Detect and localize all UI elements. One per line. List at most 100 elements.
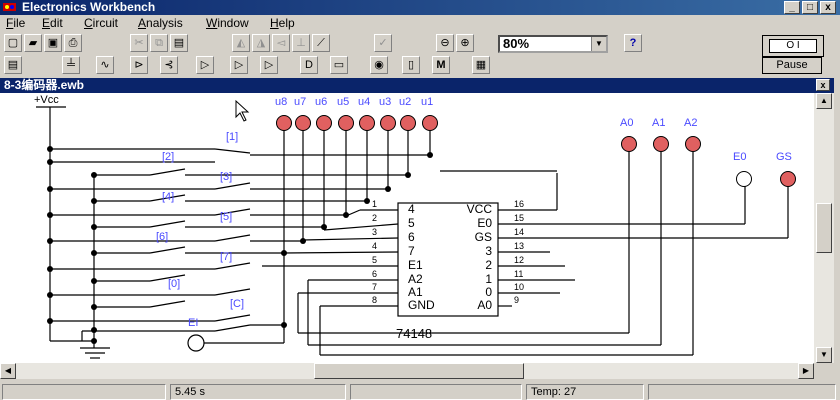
sources-icon[interactable]: ╧: [62, 56, 80, 74]
minimize-button[interactable]: _: [784, 1, 800, 14]
probe-lamp-A0[interactable]: [621, 136, 637, 152]
parts-bin-icon[interactable]: ▤: [4, 56, 22, 74]
controls-icon[interactable]: ▯: [402, 56, 420, 74]
vertical-scroll-thumb[interactable]: [816, 203, 832, 253]
status-time: 5.45 s: [170, 384, 346, 400]
switch-label[interactable]: [1]: [226, 131, 239, 143]
title-bar: Electronics Workbench _ □ x: [0, 0, 840, 15]
print-icon[interactable]: ⎙: [64, 34, 82, 52]
switch-label[interactable]: [4]: [162, 191, 175, 203]
flip-vertical-icon[interactable]: ◅: [272, 34, 290, 52]
instruments-icon[interactable]: ▦: [472, 56, 490, 74]
switch-label[interactable]: [6]: [156, 231, 169, 243]
chip-pin-left: 5: [408, 216, 415, 230]
flip-horizontal-icon[interactable]: ◮: [252, 34, 270, 52]
status-cell-left: [2, 384, 166, 400]
indicators-icon[interactable]: ◉: [370, 56, 388, 74]
document-name: 8-3编码器.ewb: [4, 78, 85, 92]
probe-gs-lamp[interactable]: [780, 171, 796, 187]
digital-ics-icon[interactable]: ▷: [260, 56, 278, 74]
probe-e0-label: E0: [733, 151, 747, 163]
switch-label[interactable]: [2]: [162, 151, 175, 163]
probe-lamp-A2[interactable]: [685, 136, 701, 152]
chip-pin-right: 2: [485, 258, 492, 272]
chip-pin-left: GND: [408, 298, 435, 312]
close-button[interactable]: x: [820, 1, 836, 14]
open-folder-icon[interactable]: ▰: [24, 34, 42, 52]
menu-edit[interactable]: Edit: [42, 16, 63, 30]
document-close-button[interactable]: x: [816, 79, 830, 91]
probe-label-u3: u3: [379, 96, 392, 108]
zoom-out-icon[interactable]: ⊖: [436, 34, 454, 52]
chip-pin-num-left: 6: [372, 269, 378, 279]
menu-file[interactable]: File: [6, 16, 26, 30]
scroll-up-icon[interactable]: ▲: [816, 93, 832, 109]
copy-icon[interactable]: ⧉: [150, 34, 168, 52]
vcc-label: +Vcc: [34, 94, 59, 106]
rotate-icon[interactable]: ◭: [232, 34, 250, 52]
mouse-cursor-icon: [235, 99, 250, 122]
probe-lamp-u2[interactable]: [400, 115, 416, 131]
chip-pin-right: A0: [477, 298, 492, 312]
vertical-scrollbar[interactable]: ▲ ▼: [814, 93, 834, 363]
menu-circuit[interactable]: Circuit: [84, 16, 119, 30]
scroll-down-icon[interactable]: ▼: [816, 347, 832, 363]
help-button[interactable]: ?: [624, 34, 642, 52]
probe-e0-lamp[interactable]: [736, 171, 752, 187]
graph-icon[interactable]: ⟋: [312, 34, 330, 52]
basic-icon[interactable]: ∿: [96, 56, 114, 74]
scroll-left-icon[interactable]: ◀: [0, 363, 16, 379]
chip-pin-num-right: 13: [514, 241, 525, 251]
probe-lamp-u6[interactable]: [316, 115, 332, 131]
diodes-icon[interactable]: ⊳: [130, 56, 148, 74]
digital-icon[interactable]: ▭: [330, 56, 348, 74]
chip-pin-num-left: 4: [372, 241, 378, 251]
mixed-ics-icon[interactable]: ▷: [230, 56, 248, 74]
chip-pin-num-right: 11: [514, 269, 524, 279]
switch-label[interactable]: [5]: [220, 211, 233, 223]
probe-lamp-u8[interactable]: [276, 115, 292, 131]
chip-pin-right: 3: [485, 244, 492, 258]
menu-window[interactable]: Window: [206, 16, 249, 30]
zoom-in-icon[interactable]: ⊕: [456, 34, 474, 52]
chip-pin-num-right: 12: [514, 255, 525, 265]
probe-lamp-A1[interactable]: [653, 136, 669, 152]
new-file-icon[interactable]: ▢: [4, 34, 22, 52]
switch-label[interactable]: [0]: [168, 278, 181, 290]
switch-label[interactable]: [C]: [230, 298, 245, 310]
probe-lamp-u1[interactable]: [422, 115, 438, 131]
horizontal-scrollbar[interactable]: ◀ ▶: [0, 363, 814, 379]
subcircuit-icon[interactable]: ⊥: [292, 34, 310, 52]
menu-help[interactable]: Help: [270, 16, 295, 30]
probe-lamp-u7[interactable]: [295, 115, 311, 131]
menu-analysis[interactable]: Analysis: [138, 16, 183, 30]
zoom-select[interactable]: 80% ▼: [498, 35, 608, 53]
maximize-button[interactable]: □: [802, 1, 818, 14]
transistors-icon[interactable]: ⊰: [160, 56, 178, 74]
chevron-down-icon[interactable]: ▼: [591, 37, 606, 51]
probe-label-u1: u1: [421, 96, 434, 108]
cut-icon[interactable]: ✂: [130, 34, 148, 52]
component-properties-icon[interactable]: ✓: [374, 34, 392, 52]
probe-lamp-u4[interactable]: [359, 115, 375, 131]
switch-label[interactable]: [3]: [220, 171, 233, 183]
paste-icon[interactable]: ▤: [170, 34, 188, 52]
save-icon[interactable]: ▣: [44, 34, 62, 52]
pause-button[interactable]: Pause: [762, 57, 822, 74]
probe-lamp-u5[interactable]: [338, 115, 354, 131]
chip-pin-num-right: 9: [514, 295, 520, 305]
chip-pin-num-left: 5: [372, 255, 378, 265]
app-icon: [3, 3, 16, 11]
scroll-right-icon[interactable]: ▶: [798, 363, 814, 379]
chip-name: 74148: [396, 326, 433, 341]
power-switch[interactable]: O I: [762, 35, 824, 57]
chip-pin-left: 7: [408, 244, 415, 258]
horizontal-scroll-thumb[interactable]: [314, 363, 524, 379]
analog-ics-icon[interactable]: ▷: [196, 56, 214, 74]
miscellaneous-icon[interactable]: M: [432, 56, 450, 74]
probe-lamp-u3[interactable]: [380, 115, 396, 131]
logic-gates-icon[interactable]: D: [300, 56, 318, 74]
switch-label[interactable]: [7]: [220, 251, 233, 263]
chip-pin-right: E0: [477, 216, 492, 230]
